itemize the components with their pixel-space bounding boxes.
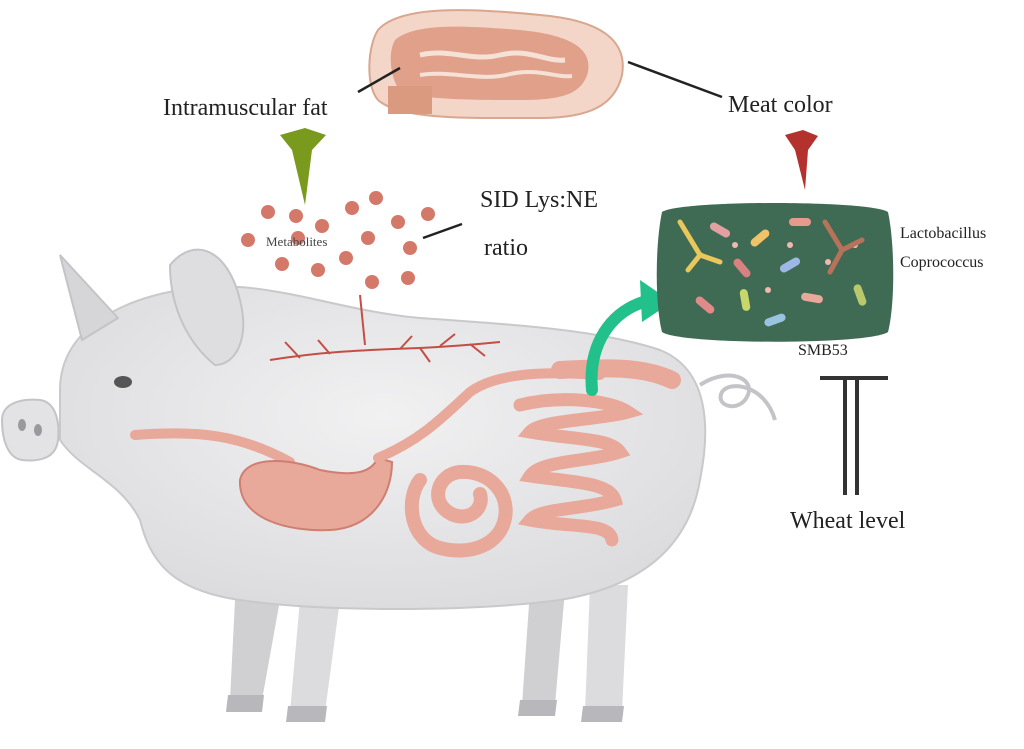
pig-leg-front-right — [585, 585, 628, 712]
label-metabolites: Metabolites — [266, 234, 328, 249]
metabolite-dot — [401, 271, 415, 285]
metabolite-dot — [289, 209, 303, 223]
metabolite-cluster — [241, 191, 435, 289]
metabolite-dot — [345, 201, 359, 215]
microbe-rod — [789, 218, 811, 226]
arrow-up-meat-color — [785, 130, 818, 190]
pig-tail — [698, 373, 777, 421]
microbe-coccus — [825, 259, 831, 265]
microbe-coccus — [787, 242, 793, 248]
pig-leg-back-right — [290, 600, 340, 712]
metabolite-dot — [365, 275, 379, 289]
metabolite-dot — [291, 231, 305, 245]
microbe-rod — [709, 222, 731, 238]
metabolite-dot — [275, 257, 289, 271]
microbe-rod — [764, 313, 786, 327]
small-intestine-coil — [404, 464, 513, 558]
arrow-to-gut — [585, 294, 656, 396]
metabolite-dot — [421, 207, 435, 221]
metabolite-dot — [369, 191, 383, 205]
metabolite-dot — [339, 251, 353, 265]
label-coprococcus: Coprococcus — [900, 254, 984, 271]
meat-cut — [368, 9, 624, 120]
microbe-coccus — [765, 287, 771, 293]
microbe-rod — [739, 289, 751, 311]
metabolite-dot — [311, 263, 325, 277]
connector-meat-color — [627, 60, 723, 99]
pig-ear-right — [168, 248, 245, 367]
microbe-rod — [853, 284, 867, 306]
metabolite-dot — [261, 205, 275, 219]
label-meat-color: Meat color — [728, 92, 833, 118]
label-sid-ratio-line1: SID Lys:NE — [480, 187, 599, 213]
metabolite-dot — [391, 215, 405, 229]
pig-leg-back-left — [230, 600, 280, 700]
esophagus — [130, 428, 295, 467]
connector-meat-fat — [357, 66, 401, 94]
label-intramuscular-fat: Intramuscular fat — [163, 95, 328, 121]
metabolite-dot — [241, 233, 255, 247]
inhibition-bar — [820, 376, 888, 495]
blood-vessels — [269, 294, 501, 363]
label-wheat-level: Wheat level — [790, 508, 906, 534]
label-smb53: SMB53 — [798, 342, 848, 359]
colon-loops — [513, 393, 644, 547]
microbe-rod — [733, 258, 751, 278]
arrow-up-fat — [280, 128, 326, 205]
pig-leg-front-left — [522, 590, 565, 705]
large-intestine — [551, 359, 681, 389]
microbe-rod — [695, 296, 715, 314]
label-lactobacillus: Lactobacillus — [900, 225, 987, 242]
gut-microbiota-box — [656, 203, 894, 342]
metabolite-dot — [403, 241, 417, 255]
microbe-rod — [750, 229, 770, 247]
microbe-rod — [801, 292, 823, 304]
metabolite-dot — [361, 231, 375, 245]
label-sid-ratio-line2: ratio — [484, 235, 528, 261]
microbe-coccus — [732, 242, 738, 248]
pig-eye — [114, 376, 132, 388]
connector-ratio — [422, 222, 463, 240]
pig-ear-left — [59, 254, 120, 342]
metabolite-dot — [315, 219, 329, 233]
stomach — [238, 456, 394, 532]
digestive-tract — [130, 359, 681, 558]
microbe-rod — [779, 257, 801, 273]
pig-snout — [0, 398, 60, 462]
